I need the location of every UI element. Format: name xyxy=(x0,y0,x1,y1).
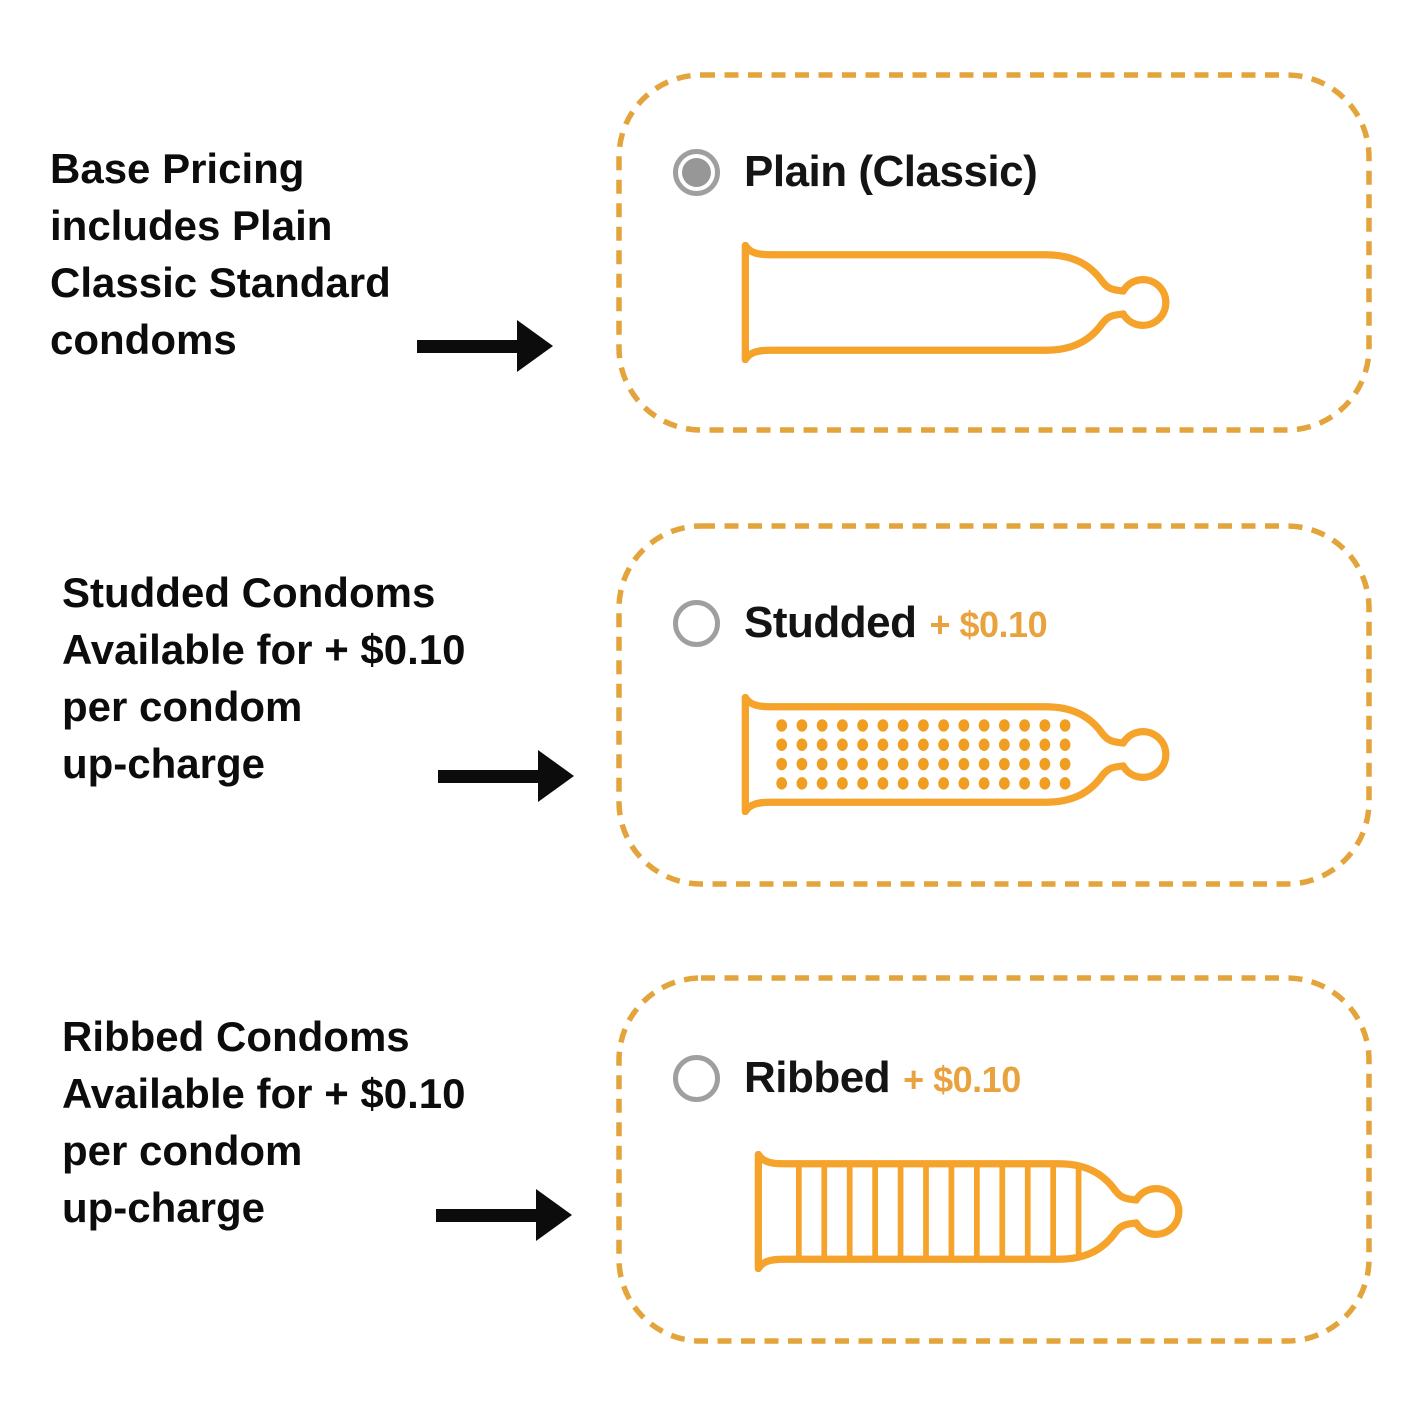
option-price: + $0.10 xyxy=(903,1059,1021,1100)
option-row: Ribbed + $0.10 xyxy=(673,1053,1021,1103)
condom-ribbed-illustration xyxy=(754,1151,1183,1272)
studs xyxy=(776,719,1071,790)
annotation-base-pricing: Base Pricing includes Plain Classic Stan… xyxy=(50,145,391,363)
dashed-border xyxy=(616,975,1372,1344)
option-card-ribbed: Ribbed + $0.10 xyxy=(616,975,1372,1344)
option-label: Studded xyxy=(744,598,917,647)
arrow-icon xyxy=(438,750,574,802)
annotation-studded: Studded Condoms Available for + $0.10 pe… xyxy=(62,569,466,787)
dashed-border xyxy=(616,523,1372,887)
option-card-plain: Plain (Classic) xyxy=(616,72,1372,433)
option-label: Plain (Classic) xyxy=(744,147,1038,196)
dashed-border xyxy=(616,72,1372,433)
option-price: + $0.10 xyxy=(929,604,1048,645)
condom-studded-illustration xyxy=(741,694,1170,815)
option-card-studded: Studded + $0.10 xyxy=(616,523,1372,887)
arrow-icon xyxy=(417,320,553,372)
ribs xyxy=(795,1164,1082,1259)
option-row: Studded + $0.10 xyxy=(673,598,1048,648)
ribbed-radio[interactable] xyxy=(673,1054,720,1102)
arrow-icon xyxy=(436,1189,572,1241)
plain-radio[interactable] xyxy=(673,148,720,196)
radio-dot xyxy=(682,157,711,187)
option-label: Ribbed xyxy=(744,1053,891,1102)
studded-radio[interactable] xyxy=(673,599,720,647)
condom-plain-illustration xyxy=(741,242,1170,363)
option-row: Plain (Classic) xyxy=(673,147,1050,197)
annotation-ribbed: Ribbed Condoms Available for + $0.10 per… xyxy=(62,1013,466,1231)
